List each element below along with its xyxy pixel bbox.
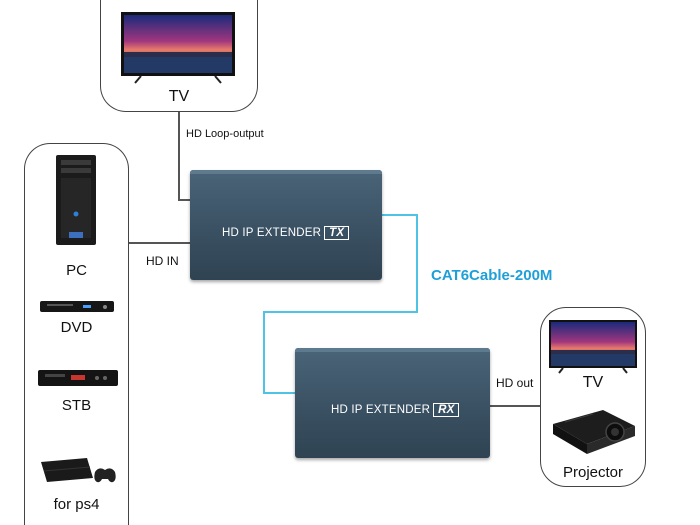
ps4-console-icon xyxy=(41,458,116,483)
hd-out-wire xyxy=(490,405,540,407)
top-tv-label: TV xyxy=(168,88,190,105)
tv-icon xyxy=(121,12,235,84)
hd-out-label: HD out xyxy=(496,376,534,390)
hd-in-wire xyxy=(128,242,190,244)
source-label-pc: PC xyxy=(66,262,87,279)
set-top-box-icon xyxy=(38,370,118,386)
cable-segment-1 xyxy=(381,214,418,216)
outputs-panel: TV Projector xyxy=(540,307,646,487)
receiver-tag: RX xyxy=(433,403,460,417)
pc-tower-icon xyxy=(56,155,96,245)
cable-segment-4 xyxy=(263,311,265,393)
transmitter-name: HD IP EXTENDER xyxy=(222,227,322,239)
cable-segment-5 xyxy=(263,392,295,394)
cable-label: CAT6Cable-200M xyxy=(431,267,553,284)
output-label-tv: TV xyxy=(582,374,604,391)
loop-output-label: HD Loop-output xyxy=(186,128,264,140)
dvd-player-icon xyxy=(40,301,114,312)
loop-output-wire-horizontal xyxy=(178,199,190,201)
loop-output-wire-vertical xyxy=(178,112,180,200)
transmitter-tag: TX xyxy=(324,226,350,240)
top-tv-panel: TV xyxy=(100,0,258,112)
source-label-dvd: DVD xyxy=(60,319,93,336)
projector-icon xyxy=(553,410,635,454)
output-tv-icon xyxy=(549,320,637,374)
cable-segment-3 xyxy=(263,311,418,313)
source-label-ps4: for ps4 xyxy=(53,496,100,513)
receiver-name: HD IP EXTENDER xyxy=(331,404,431,416)
sources-panel: PC DVD STB for ps4 xyxy=(24,143,129,525)
hd-in-label: HD IN xyxy=(146,254,179,268)
output-label-projector: Projector xyxy=(562,464,624,481)
source-label-stb: STB xyxy=(61,397,92,414)
cable-segment-2 xyxy=(416,214,418,312)
